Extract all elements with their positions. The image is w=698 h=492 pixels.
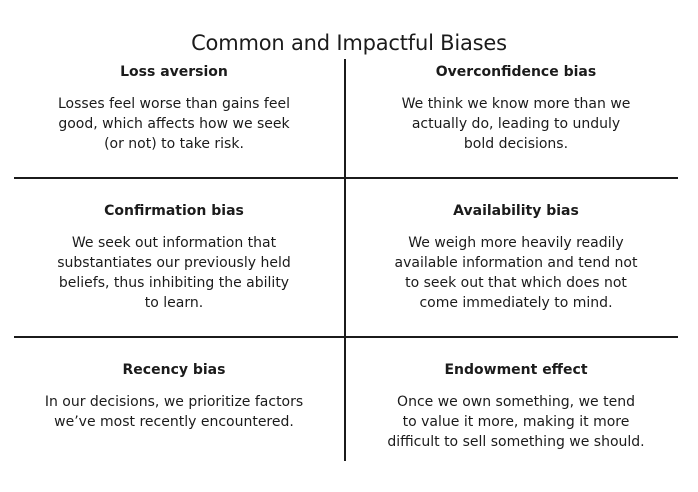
description-line: Losses feel worse than gains feel xyxy=(58,96,290,112)
bias-description: In our decisions, we prioritize factors … xyxy=(24,392,324,432)
description-line: actually do, leading to unduly xyxy=(411,116,621,132)
description-line: bold decisions. xyxy=(463,136,569,152)
bias-heading: Recency bias xyxy=(122,362,226,378)
vertical-divider xyxy=(344,59,346,461)
description-line: We think we know more than we xyxy=(401,96,631,112)
bias-heading: Loss aversion xyxy=(120,64,228,80)
bias-cell-overconfidence: Overconfidence bias We think we know mor… xyxy=(366,62,666,154)
description-line: (or not) to take risk. xyxy=(104,136,244,152)
bias-cell-recency: Recency bias In our decisions, we priori… xyxy=(24,360,324,432)
bias-heading: Endowment effect xyxy=(444,362,588,378)
description-line: come immediately to mind. xyxy=(419,295,613,311)
description-line: We weigh more heavily readily xyxy=(408,235,624,251)
description-line: to learn. xyxy=(144,295,204,311)
bias-heading: Overconfidence bias xyxy=(435,64,597,80)
description-line: available information and tend not xyxy=(394,255,638,271)
description-line: to value it more, making it more xyxy=(402,414,630,430)
bias-cell-confirmation: Confirmation bias We seek out informatio… xyxy=(24,201,324,313)
description-line: to seek out that which does not xyxy=(405,275,627,291)
bias-description: We seek out information that substantiat… xyxy=(24,233,324,313)
description-line: we’ve most recently encountered. xyxy=(54,414,294,430)
description-line: difficult to sell something we should. xyxy=(387,434,645,450)
horizontal-divider-bottom xyxy=(14,336,678,338)
description-line: beliefs, thus inhibiting the ability xyxy=(58,275,290,291)
bias-heading: Confirmation bias xyxy=(104,203,244,219)
figure-title: Common and Impactful Biases xyxy=(191,31,507,56)
horizontal-divider-top xyxy=(14,177,678,179)
description-line: Once we own something, we tend xyxy=(397,394,635,410)
bias-description: We think we know more than we actually d… xyxy=(366,94,666,154)
bias-cell-loss-aversion: Loss aversion Losses feel worse than gai… xyxy=(24,62,324,154)
description-line: In our decisions, we prioritize factors xyxy=(44,394,304,410)
description-line: substantiates our previously held xyxy=(57,255,291,271)
bias-description: We weigh more heavily readily available … xyxy=(366,233,666,313)
bias-description: Losses feel worse than gains feel good, … xyxy=(24,94,324,154)
bias-heading: Availability bias xyxy=(453,203,579,219)
description-line: good, which affects how we seek xyxy=(58,116,290,132)
bias-cell-endowment: Endowment effect Once we own something, … xyxy=(366,360,666,452)
bias-cell-availability: Availability bias We weigh more heavily … xyxy=(366,201,666,313)
description-line: We seek out information that xyxy=(71,235,277,251)
bias-description: Once we own something, we tend to value … xyxy=(366,392,666,452)
